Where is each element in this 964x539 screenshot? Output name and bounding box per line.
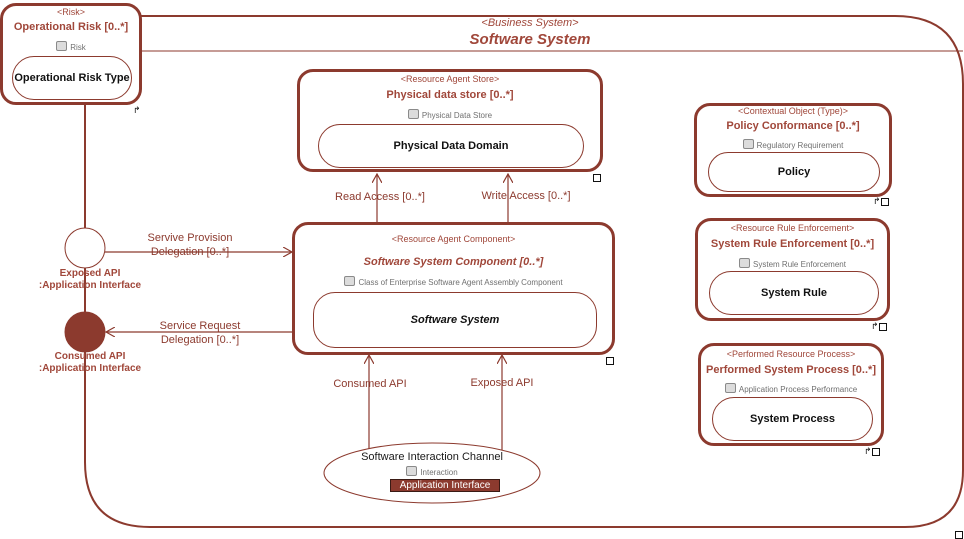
channel-classifier: Interaction — [340, 466, 524, 477]
class-icon — [406, 466, 418, 476]
software-system-component-box[interactable]: <Resource Agent Component> Software Syst… — [292, 222, 615, 355]
exposed-api-port — [64, 227, 106, 269]
channel-title[interactable]: Software Interaction Channel — [361, 451, 503, 463]
physical-data-store-box[interactable]: <Resource Agent Store> Physical data sto… — [297, 69, 603, 172]
process-icons[interactable]: ↱ — [864, 447, 880, 456]
read-access-label: Read Access [0..*] — [335, 191, 425, 203]
performed-system-process-box[interactable]: <Performed Resource Process> Performed S… — [698, 343, 884, 446]
system-rule-enforcement-box[interactable]: <Resource Rule Enforcement> System Rule … — [695, 218, 890, 321]
policy-classifier: Regulatory Requirement — [697, 139, 889, 150]
class-icon — [407, 109, 419, 119]
consumed-api-label: Consumed API:Application Interface — [38, 351, 142, 374]
system-collapse-icon[interactable] — [955, 530, 963, 539]
risk-stereotype: <Risk> — [56, 7, 85, 17]
exposed-api-label: Exposed API:Application Interface — [38, 268, 142, 291]
class-icon — [724, 383, 736, 393]
component-stereotype: <Resource Agent Component> — [391, 234, 516, 244]
class-icon — [344, 276, 356, 286]
rule-stereotype: <Resource Rule Enforcement> — [730, 223, 855, 233]
system-stereotype: <Business System> — [481, 17, 579, 29]
business-system-frame — [84, 15, 964, 528]
risk-title: Operational Risk [0..*] — [13, 21, 129, 33]
exposed-api-connector-label: Exposed API — [470, 377, 534, 389]
policy-conformance-box[interactable]: <Contextual Object (Type)> Policy Confor… — [694, 103, 892, 197]
operational-risk-box[interactable]: <Risk> Operational Risk [0..*] Risk Oper… — [0, 3, 142, 105]
policy-title: Policy Conformance [0..*] — [726, 120, 860, 132]
policy-inner[interactable]: Policy — [708, 152, 880, 192]
policy-icons[interactable]: ↱ — [873, 197, 889, 206]
store-classifier: Physical Data Store — [300, 109, 600, 120]
class-icon — [739, 258, 751, 268]
channel-type[interactable]: Application Interface — [390, 479, 500, 492]
rule-classifier: System Rule Enforcement — [698, 258, 887, 269]
consumed-api-connector-label: Consumed API — [333, 378, 407, 390]
rule-title: System Rule Enforcement [0..*] — [710, 238, 875, 250]
process-inner[interactable]: System Process — [712, 397, 873, 441]
consumed-api-port — [64, 311, 106, 353]
process-title: Performed System Process [0..*] — [706, 364, 876, 376]
rule-inner[interactable]: System Rule — [709, 271, 879, 315]
component-classifier: Class of Enterprise Software Agent Assem… — [295, 276, 612, 287]
rule-icons[interactable]: ↱ — [871, 322, 887, 331]
risk-classifier: Risk — [3, 41, 139, 52]
component-collapse-icon[interactable] — [606, 356, 614, 365]
store-collapse-icon[interactable] — [593, 173, 601, 182]
process-classifier: Application Process Performance — [701, 383, 881, 394]
policy-stereotype: <Contextual Object (Type)> — [737, 106, 849, 116]
risk-expand-icon[interactable]: ↱ — [133, 105, 141, 115]
class-icon — [742, 139, 754, 149]
process-stereotype: <Performed Resource Process> — [726, 349, 856, 359]
component-inner[interactable]: Software System — [313, 292, 597, 348]
class-icon — [56, 41, 68, 51]
store-title: Physical data store [0..*] — [386, 89, 514, 101]
component-title: Software System Component [0..*] — [363, 256, 544, 268]
risk-inner[interactable]: Operational Risk Type — [12, 56, 132, 100]
store-stereotype: <Resource Agent Store> — [400, 74, 500, 84]
system-title[interactable]: Software System — [469, 31, 591, 48]
store-inner[interactable]: Physical Data Domain — [318, 124, 584, 168]
write-access-label: Write Access [0..*] — [481, 190, 571, 202]
